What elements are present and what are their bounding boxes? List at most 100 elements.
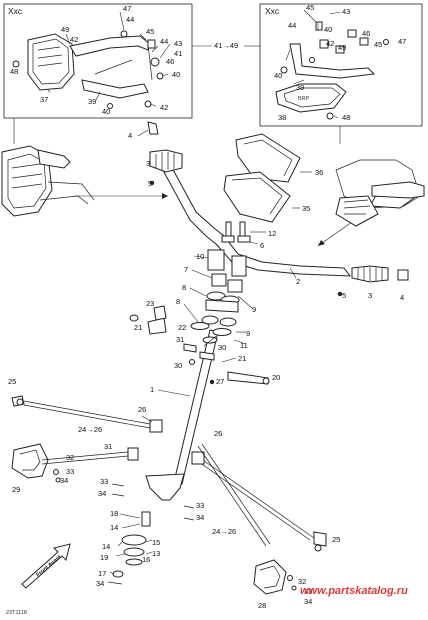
- callout-21b: 21: [134, 323, 142, 332]
- right-inset: Xxc BRP 45 43 44 40 46 45 47 42 49 40 39…: [259, 3, 423, 127]
- callout-40c: 40: [324, 25, 332, 34]
- callout-16: 16: [142, 555, 150, 564]
- callout-18: 18: [110, 509, 118, 518]
- callout-49: 49: [61, 25, 69, 34]
- steering-column: 1 8 9 11 21 30 30 31 22 23 21 20 27: [96, 297, 280, 588]
- callout-19: 19: [100, 553, 108, 562]
- callout-44-right: 44: [288, 21, 296, 30]
- callout-8: 8: [182, 283, 186, 292]
- callout-28: 28: [258, 601, 266, 610]
- callout-4b: 4: [400, 293, 404, 302]
- right-inset-header: Xxc: [265, 6, 280, 16]
- callout-4: 4: [128, 131, 132, 140]
- callout-33b: 33: [100, 477, 108, 486]
- callout-42: 42: [70, 35, 78, 44]
- callout-47: 47: [123, 4, 131, 13]
- callout-44: 44: [126, 15, 134, 24]
- callout-5b: 5: [342, 291, 346, 300]
- right-handguard-view: [317, 126, 425, 247]
- callout-40: 40: [172, 70, 180, 79]
- callout-29: 29: [12, 485, 20, 494]
- callout-25: 25: [8, 377, 16, 386]
- callout-34c: 34: [196, 513, 204, 522]
- callout-39: 39: [88, 97, 96, 106]
- callout-46: 46: [166, 57, 174, 66]
- callout-25b: 25: [332, 535, 340, 544]
- callout-40b: 40: [102, 107, 110, 116]
- left-tie-rod: 25 26 24→26 29 32 33 34 31 33 34: [8, 377, 163, 498]
- callout-3: 3: [146, 159, 150, 168]
- callout-42-right: 42: [326, 39, 334, 48]
- callout-9b: 9: [246, 329, 250, 338]
- callout-32b: 32: [298, 577, 306, 586]
- callout-48b: 48: [342, 113, 350, 122]
- callout-12: 12: [268, 229, 276, 238]
- callout-26b: 26: [214, 429, 222, 438]
- callout-33d: 33: [304, 587, 312, 596]
- callout-34-right: 34: [304, 597, 312, 606]
- callout-24: 24→26: [78, 425, 102, 434]
- left-handguard-view: [1, 118, 168, 217]
- callout-22: 22: [178, 323, 186, 332]
- callout-17: 17: [98, 569, 106, 578]
- left-inset-header: Xxc: [8, 6, 23, 16]
- callout-34: 34: [60, 476, 68, 485]
- callout-23: 23: [146, 299, 154, 308]
- callout-6: 6: [260, 241, 264, 250]
- callout-33c: 33: [196, 501, 204, 510]
- cross-ref: 41→49: [192, 41, 260, 50]
- callout-38: 38: [278, 113, 286, 122]
- callout-3b: 3: [368, 291, 372, 300]
- callout-35: 35: [302, 204, 310, 213]
- callout-8b: 8: [176, 297, 180, 306]
- callout-15: 15: [152, 538, 160, 547]
- callout-7: 7: [184, 265, 188, 274]
- callout-34b: 34: [98, 489, 106, 498]
- callout-39-right: 39: [296, 83, 304, 92]
- callout-45: 45: [146, 27, 154, 36]
- callout-24b: 24→26: [212, 527, 236, 536]
- front-label: Front Avant: [35, 554, 62, 578]
- callout-33: 33: [66, 467, 74, 476]
- callout-20: 20: [272, 373, 280, 382]
- callout-14: 14: [110, 523, 118, 532]
- callout-44b: 44: [160, 37, 168, 46]
- callout-11: 11: [240, 341, 248, 350]
- callout-37: 37: [40, 95, 48, 104]
- right-tie-rod: 26 25 24→26 33 34 32 33 34 28: [183, 429, 340, 610]
- callout-10: 10: [196, 252, 204, 261]
- cross-ref-label: 41→49: [214, 41, 238, 50]
- callout-30: 30: [218, 343, 226, 352]
- callout-1: 1: [150, 385, 154, 394]
- callout-34d: 34: [96, 579, 104, 588]
- callout-14b: 14: [102, 542, 110, 551]
- callout-26: 26: [138, 405, 146, 414]
- callout-40d: 40: [274, 71, 282, 80]
- callout-45b: 45: [306, 3, 314, 12]
- callout-48: 48: [10, 67, 18, 76]
- callout-41: 41: [174, 49, 182, 58]
- left-inset: Xxc 47 44 45 44 43 41 46 40 49: [3, 3, 193, 119]
- callout-46b: 46: [362, 29, 370, 38]
- callout-47b: 47: [398, 37, 406, 46]
- callout-49b: 49: [338, 43, 346, 52]
- callout-31: 31: [176, 335, 184, 344]
- callout-43: 43: [174, 39, 182, 48]
- callout-30b: 30: [174, 361, 182, 370]
- drawing-code: 23T1118: [6, 610, 27, 616]
- callout-27: 27: [216, 377, 224, 386]
- callout-13: 13: [152, 549, 160, 558]
- callout-32: 32: [66, 453, 74, 462]
- watermark: www.partskatalog.ru: [300, 585, 408, 597]
- front-arrow: Front Avant: [21, 543, 71, 589]
- svg-text:BRP: BRP: [298, 96, 310, 102]
- callout-21: 21: [238, 354, 246, 363]
- callout-36: 36: [315, 168, 323, 177]
- callout-31b: 31: [104, 442, 112, 451]
- callout-45-right: 45: [374, 40, 382, 49]
- callout-43b: 43: [342, 7, 350, 16]
- callout-42b: 42: [160, 103, 168, 112]
- callout-2: 2: [296, 277, 300, 286]
- callout-9: 9: [252, 305, 256, 314]
